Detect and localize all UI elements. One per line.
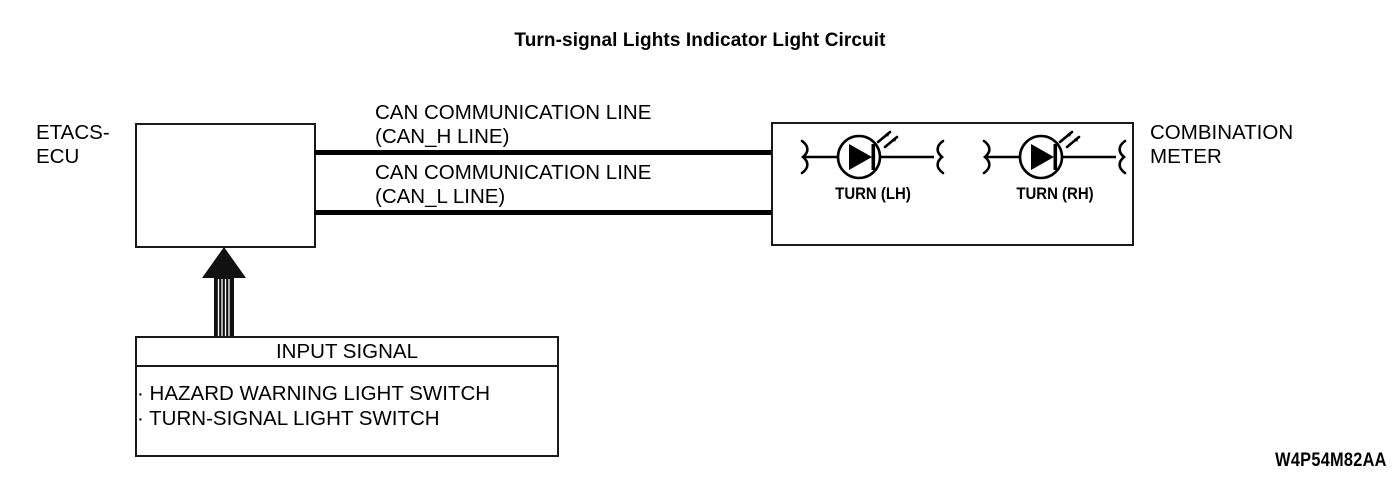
input-signal-bundle-arrow-icon bbox=[202, 247, 246, 339]
input-signal-box bbox=[135, 336, 559, 457]
led-indicator-icon bbox=[800, 130, 945, 180]
etacs-ecu-box bbox=[135, 123, 316, 248]
led-indicator-icon bbox=[982, 130, 1127, 180]
diagram-title: Turn-signal Lights Indicator Light Circu… bbox=[514, 30, 886, 51]
turn-rh-caption: TURN (RH) bbox=[1016, 184, 1094, 203]
turn-rh-indicator: TURN (RH) bbox=[975, 130, 1135, 230]
can-h-line-label: CAN COMMUNICATION LINE (CAN_H LINE) bbox=[375, 101, 652, 148]
etacs-ecu-label: ETACS- ECU bbox=[36, 121, 110, 168]
turn-lh-indicator: TURN (LH) bbox=[793, 130, 953, 230]
reference-code: W4P54M82AA bbox=[1275, 450, 1387, 471]
can-l-line-label: CAN COMMUNICATION LINE (CAN_L LINE) bbox=[375, 161, 652, 208]
input-signal-divider bbox=[135, 365, 559, 367]
input-signal-title: INPUT SIGNAL bbox=[275, 340, 419, 363]
can-h-bus-line bbox=[314, 150, 773, 155]
combination-meter-label: COMBINATION METER bbox=[1150, 121, 1294, 168]
can-l-bus-line bbox=[314, 210, 773, 215]
turn-lh-caption: TURN (LH) bbox=[835, 184, 911, 203]
input-signal-items: · HAZARD WARNING LIGHT SWITCH · TURN-SIG… bbox=[137, 382, 491, 430]
